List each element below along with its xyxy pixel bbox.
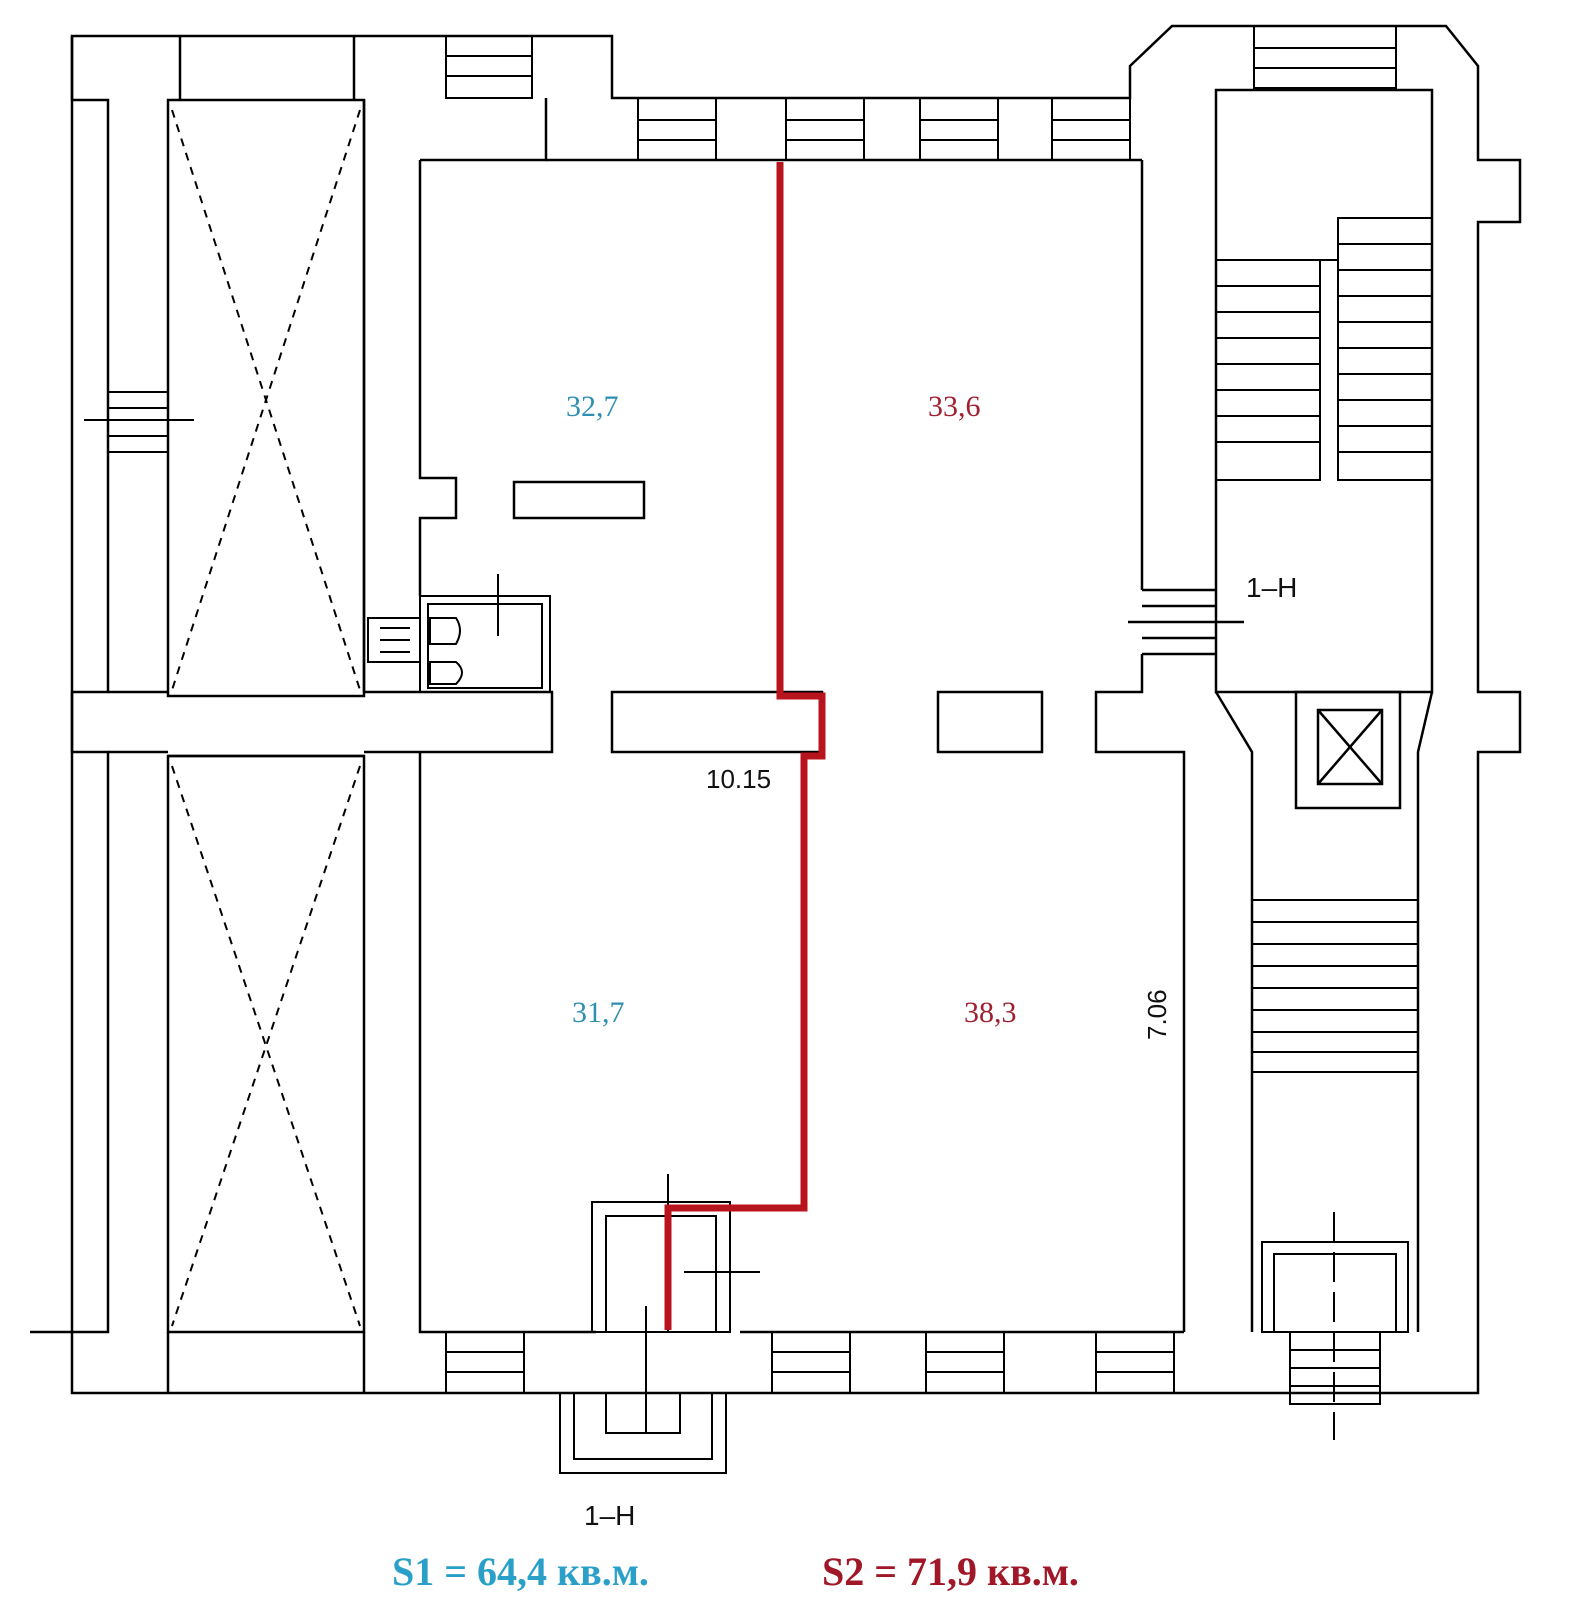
top-windows	[445, 25, 1397, 161]
partition-line	[664, 162, 826, 1330]
wc	[367, 574, 551, 693]
entrance	[559, 1174, 760, 1474]
stairwell	[1128, 88, 1434, 1332]
bottom-windows	[445, 1331, 1175, 1394]
unit-label-right: 1–Н	[1246, 572, 1298, 603]
left-shaft	[108, 36, 420, 1393]
room-ne-area: 33,6	[928, 390, 981, 423]
dimension-width: 7.06	[1142, 989, 1172, 1040]
room-nw-area: 32,7	[566, 390, 619, 423]
summary-s1: S1 = 64,4 кв.м.	[392, 1549, 649, 1594]
summary-s2: S2 = 71,9 кв.м.	[822, 1549, 1079, 1594]
room-se-area: 38,3	[964, 996, 1017, 1029]
dimension-length: 10.15	[706, 764, 772, 794]
unit-label-bottom: 1–Н	[584, 1500, 636, 1531]
main-rooms	[362, 98, 1186, 1334]
shaft-cross	[171, 109, 361, 1327]
room-sw-area: 31,7	[572, 996, 625, 1029]
stair-steps	[1215, 217, 1433, 1440]
outer-wall	[30, 24, 1522, 1395]
